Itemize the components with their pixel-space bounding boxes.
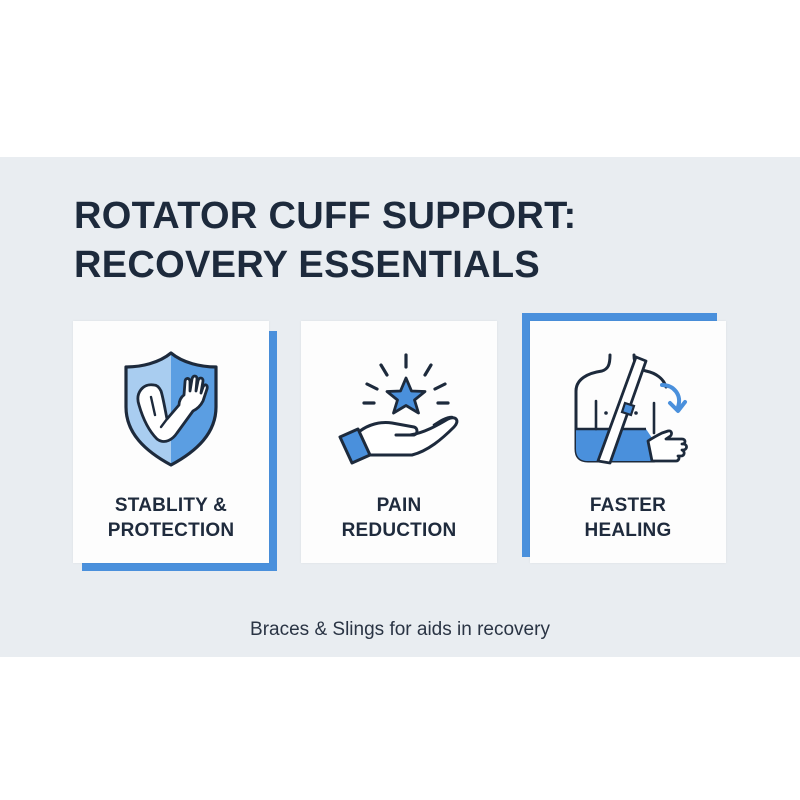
card-pain-reduction: PAIN REDUCTION <box>301 321 497 563</box>
card-label-line-2: PROTECTION <box>107 520 235 541</box>
card-faster-healing: FASTER HEALING <box>530 321 726 563</box>
card-label-line-1: STABLITY & <box>114 495 228 516</box>
page-title: ROTATOR CUFF SUPPORT: RECOVERY ESSENTIAL… <box>74 192 576 290</box>
card-label-line-2: REDUCTION <box>341 520 457 541</box>
card-label: FASTER HEALING <box>530 493 726 543</box>
hand-star-icon <box>301 347 497 471</box>
card-label-line-1: PAIN <box>376 495 422 516</box>
card-stability-protection: STABLITY & PROTECTION <box>73 321 269 563</box>
title-line-1: ROTATOR CUFF SUPPORT: <box>74 195 577 237</box>
card-label-line-1: FASTER <box>589 495 667 516</box>
footer-caption: Braces & Slings for aids in recovery <box>250 619 550 640</box>
title-line-2: RECOVERY ESSENTIALS <box>74 244 541 286</box>
arm-sling-icon <box>530 347 726 471</box>
card-label-line-2: HEALING <box>584 520 672 541</box>
card-label: STABLITY & PROTECTION <box>73 493 269 543</box>
shield-arm-icon <box>73 347 269 471</box>
card-label: PAIN REDUCTION <box>301 493 497 543</box>
